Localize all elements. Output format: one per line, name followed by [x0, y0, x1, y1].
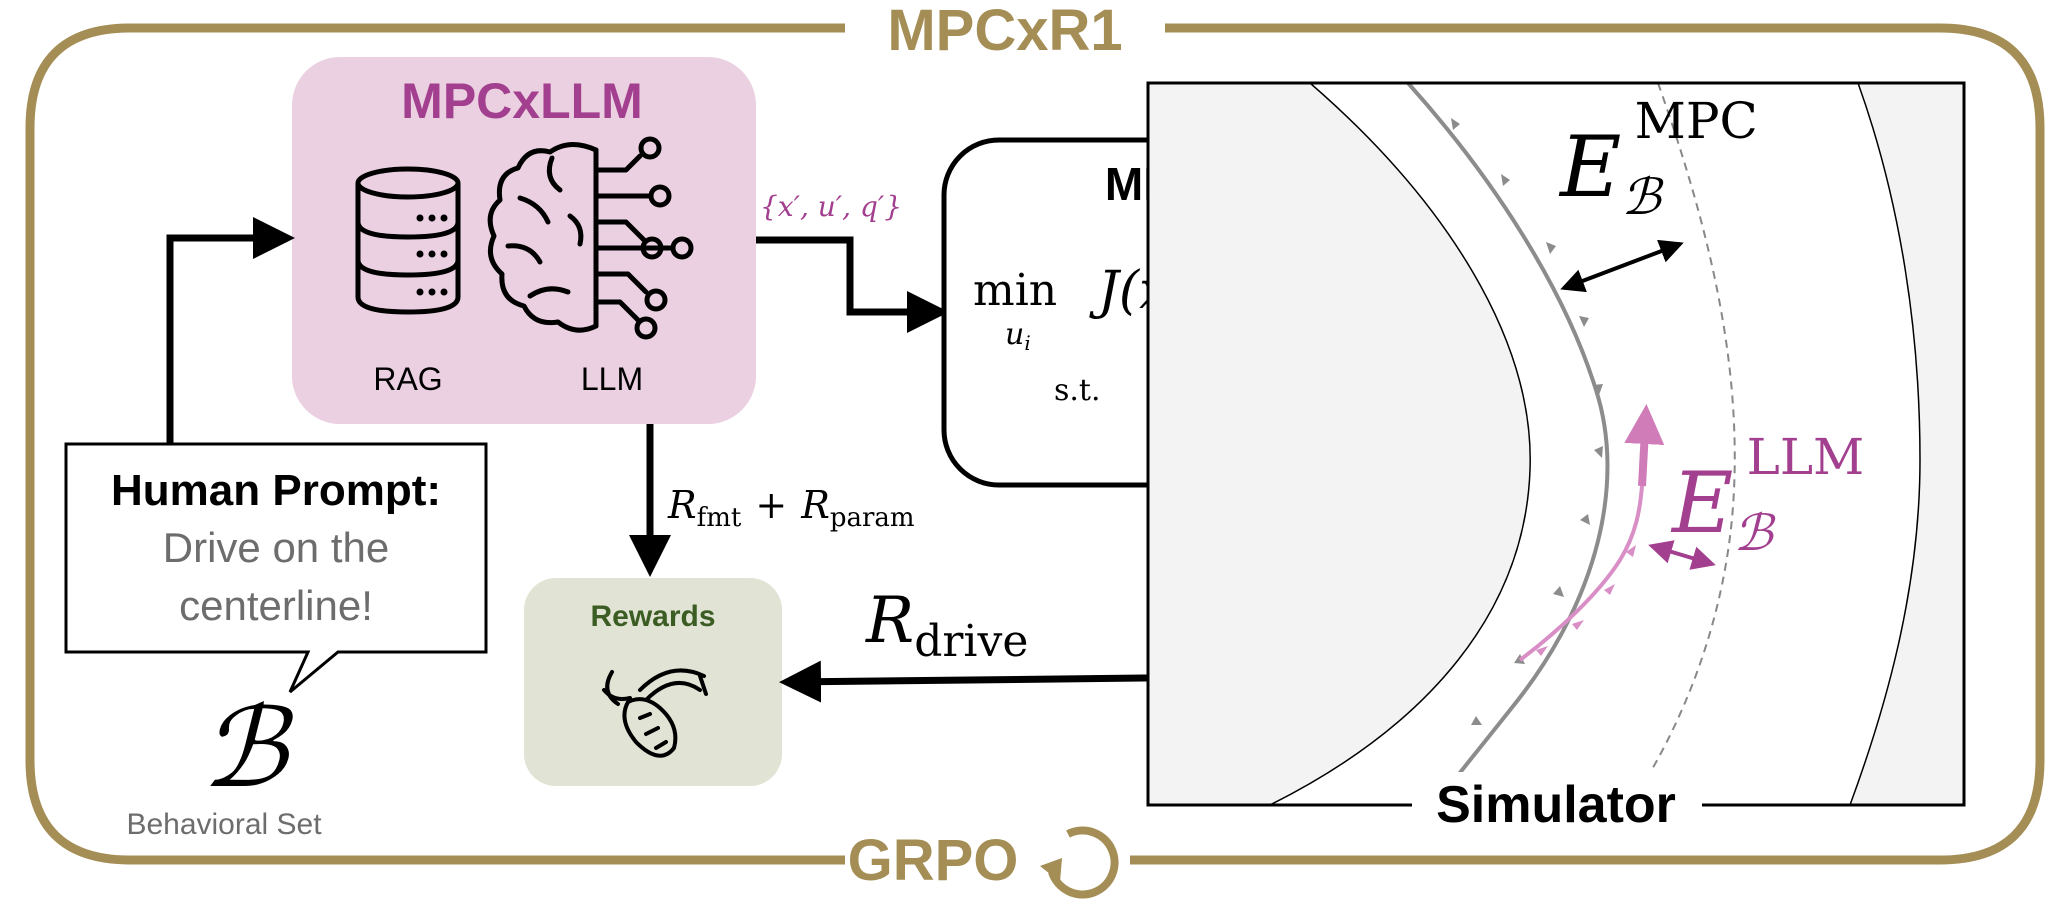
rewards-title: Rewards [590, 600, 715, 633]
carrot-stick-icon [602, 668, 708, 758]
title: MPCxR1 [887, 0, 1122, 63]
simulator-panel [1146, 81, 1966, 807]
simulator-label-bg [1412, 772, 1702, 836]
grpo-label: GRPO [848, 828, 1019, 893]
behavioral-set-label: Behavioral Set [126, 808, 322, 841]
database-icon [355, 166, 461, 315]
brain-circuit-icon [487, 136, 694, 340]
prompt-heading: Human Prompt: [111, 466, 441, 515]
track-inner-wall [1148, 83, 1531, 805]
prompt-line-1: Drive on the [163, 524, 389, 571]
prompt-bubble [64, 442, 488, 694]
sim-to-rewards-arrow [779, 660, 1149, 703]
mpc-min: min [973, 265, 1057, 316]
outer-frame [25, 23, 2045, 865]
e-mpc-label: EℬMPC [1558, 92, 1758, 226]
reward-terms: Rfmt+Rparam [667, 483, 915, 533]
mpc-trajectory [1406, 83, 1610, 805]
mpc-st: s.t. [1054, 373, 1101, 408]
drive-reward: Rdrive [865, 584, 1028, 667]
llm-label: LLM [581, 361, 643, 397]
prompt-to-llm-arrow [166, 217, 295, 444]
prompt-line-2: centerline! [179, 582, 373, 629]
llm-heading-arrow [1624, 404, 1665, 487]
llm-to-mpc-arrow [756, 236, 949, 333]
llm-trajectory-markers [1536, 545, 1636, 656]
mpcxllm-title: MPCxLLM [401, 73, 643, 129]
mpc-min-sub: ui [1005, 317, 1031, 355]
simulator-label: Simulator [1436, 776, 1676, 834]
mpc-trajectory-markers [1451, 118, 1603, 725]
rag-label: RAG [373, 361, 442, 397]
llm-error-arrow [1648, 540, 1716, 570]
loop-arrow-icon [1040, 826, 1119, 899]
behavioral-set-symbol: ℬ [201, 684, 294, 812]
e-llm-label: EℬLLM [1670, 428, 1864, 562]
mpc-error-arrow [1560, 239, 1684, 293]
track-outer-wall [1849, 83, 1964, 805]
rewards-box [524, 578, 782, 786]
llm-output-label: {x′, u′, q′} [760, 190, 902, 223]
llm-trajectory [1518, 485, 1644, 662]
